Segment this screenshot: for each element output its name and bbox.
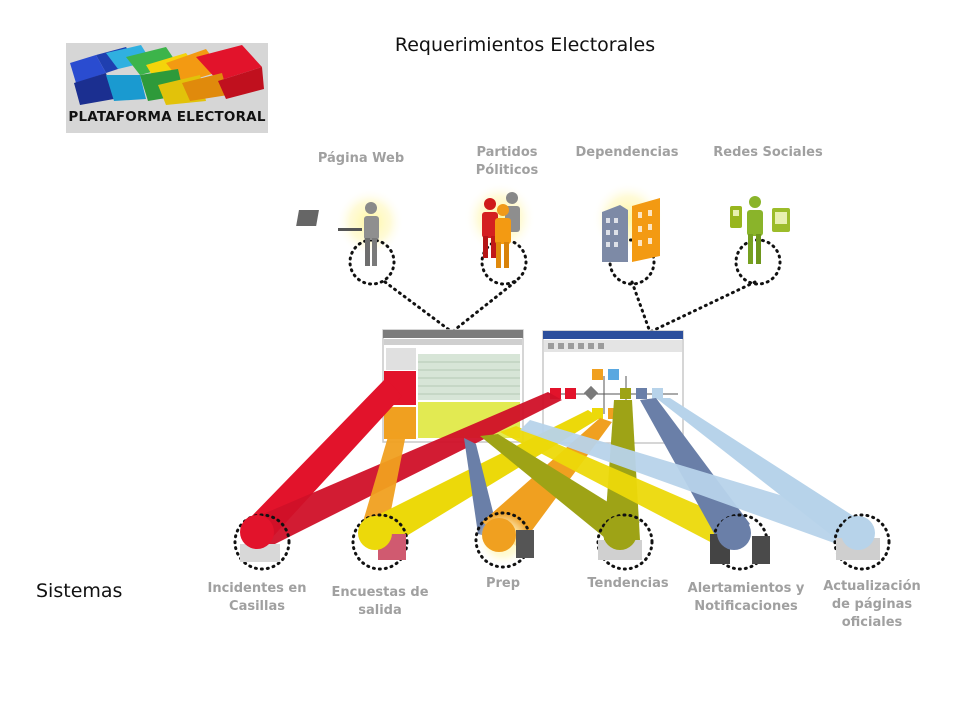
top-connectors bbox=[383, 280, 757, 334]
system-label-alertamientos: Alertamientos y Notificaciones bbox=[687, 581, 805, 614]
colored-blocks-icon bbox=[70, 45, 264, 105]
node-partidos-politicos bbox=[464, 182, 536, 286]
system-node-prep bbox=[474, 511, 534, 569]
system-node-alertamientos bbox=[710, 513, 770, 571]
system-node-incidentes bbox=[233, 513, 291, 571]
system-node-tendencias bbox=[596, 513, 654, 571]
node-dependencias bbox=[592, 182, 664, 286]
system-label-tendencias: Tendencias bbox=[587, 576, 669, 591]
buildings-icon bbox=[602, 198, 660, 262]
person-laptop-icon bbox=[296, 202, 379, 266]
system-label-encuestas: Encuestas de salida bbox=[331, 585, 429, 618]
node-redes-sociales bbox=[730, 196, 790, 286]
system-label-actualizacion: Actualización de páginas oficiales bbox=[823, 579, 921, 630]
node-pagina-web bbox=[296, 188, 404, 286]
logo-text: PLATAFORMA ELECTORAL bbox=[68, 109, 266, 125]
top-label-dependencias: Dependencias bbox=[575, 145, 679, 160]
system-label-incidentes: Incidentes en Casillas bbox=[207, 581, 307, 614]
section-label-sistemas: Sistemas bbox=[36, 580, 123, 602]
top-label-pagina-web: Página Web bbox=[317, 151, 405, 166]
system-label-prep: Prep bbox=[485, 576, 521, 591]
top-label-redes-sociales: Redes Sociales bbox=[713, 145, 823, 160]
system-beams bbox=[246, 378, 872, 548]
plataforma-electoral-logo: PLATAFORMA ELECTORAL bbox=[66, 43, 268, 133]
top-label-partidos-politicos: Partidos Póliticos bbox=[475, 145, 539, 178]
group-people-icon bbox=[482, 192, 520, 268]
person-devices-icon bbox=[730, 196, 790, 264]
system-node-encuestas bbox=[351, 513, 409, 571]
system-node-actualizacion bbox=[833, 513, 891, 571]
page-title: Requerimientos Electorales bbox=[394, 34, 656, 56]
